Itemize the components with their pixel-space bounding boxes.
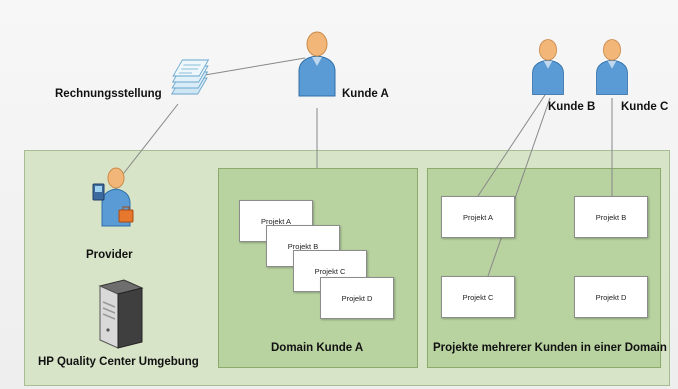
environment-label: HP Quality Center Umgebung — [38, 356, 199, 368]
documents-icon — [170, 59, 210, 95]
domain-customer-a-label: Domain Kunde A — [271, 342, 364, 354]
project-card: Projekt D — [574, 276, 648, 318]
customer-b-label: Kunde B — [548, 101, 596, 113]
project-card: Projekt C — [441, 276, 515, 318]
project-card: Projekt D — [320, 277, 394, 319]
person-icon — [532, 39, 564, 95]
person-icon — [596, 39, 628, 95]
project-card: Projekt A — [441, 196, 515, 238]
connector-billing-customer-a — [204, 57, 306, 76]
billing-label: Rechnungsstellung — [55, 88, 162, 100]
provider-person-icon — [92, 167, 134, 227]
person-icon — [298, 31, 336, 97]
project-card: Projekt B — [574, 196, 648, 238]
customer-a-label: Kunde A — [342, 88, 389, 100]
server-icon — [98, 279, 144, 349]
domain-multiple-customers-label: Projekte mehrerer Kunden in einer Domain — [433, 342, 667, 354]
customer-c-label: Kunde C — [621, 101, 669, 113]
provider-label: Provider — [86, 249, 133, 261]
